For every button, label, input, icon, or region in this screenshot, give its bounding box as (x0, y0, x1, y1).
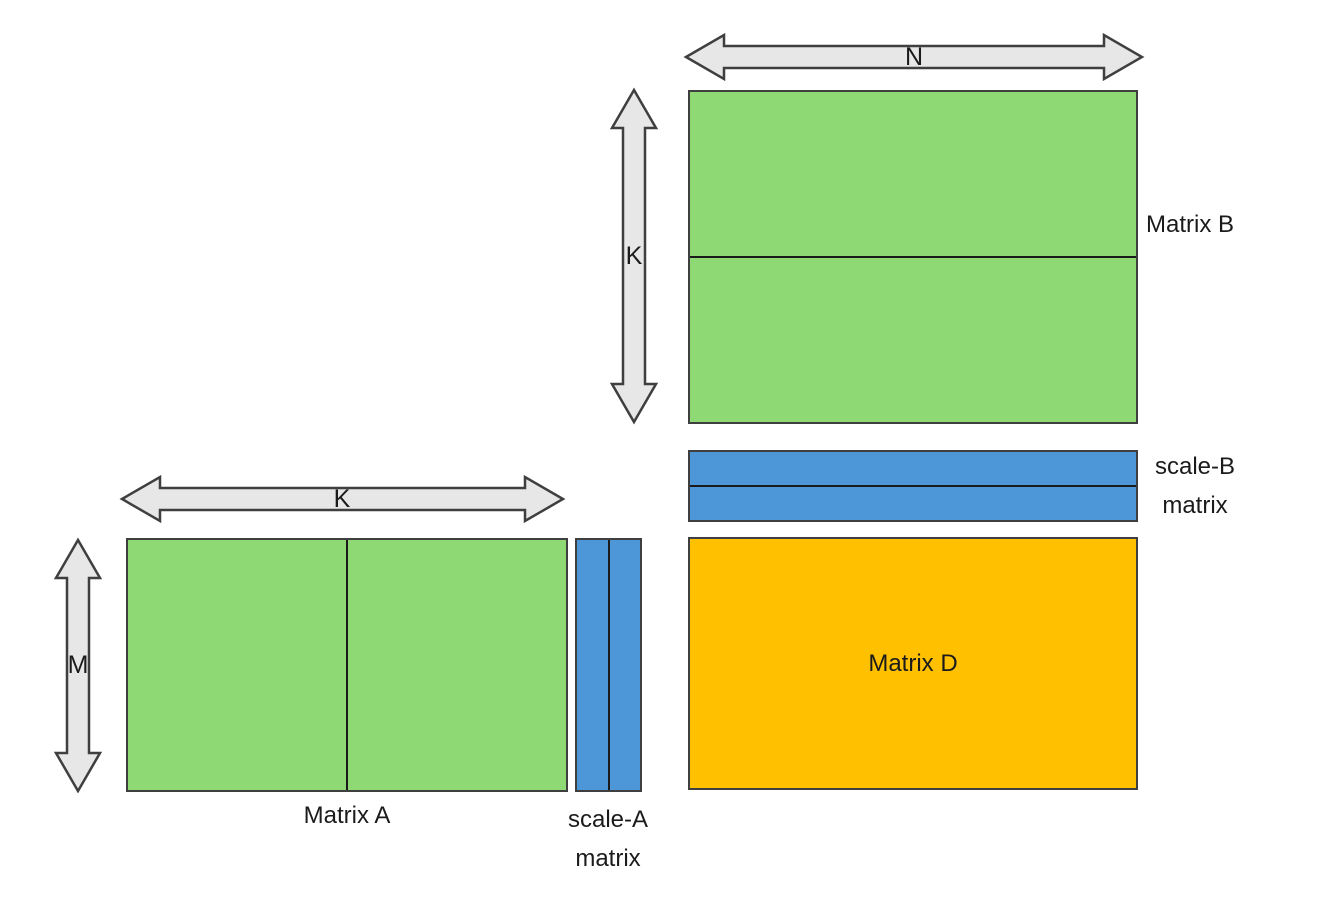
scale-b-label: scale-B matrix (1140, 447, 1250, 525)
dim-label-k-a: K (333, 485, 351, 513)
scale-a-label-line1: scale-A (567, 806, 649, 833)
matrix-a-block (126, 538, 568, 792)
matrix-d-label: Matrix D (868, 649, 958, 677)
dim-label-m: M (67, 651, 89, 679)
matrix-b-block (688, 90, 1138, 424)
scale-a-divider (607, 540, 610, 790)
matrix-a-divider (346, 540, 348, 790)
scale-b-label-line2: matrix (1162, 492, 1228, 519)
dim-label-k-b: K (625, 242, 643, 270)
matrix-a-label: Matrix A (303, 802, 391, 829)
matrix-b-label: Matrix B (1146, 211, 1235, 238)
dim-label-n: N (904, 43, 924, 71)
scale-a-block (575, 538, 642, 792)
matrix-d-block: Matrix D (688, 537, 1138, 790)
scale-a-label-line2: matrix (575, 845, 641, 872)
scale-b-divider (690, 485, 1136, 487)
matrix-b-divider (690, 256, 1136, 258)
scale-b-label-line1: scale-B (1154, 453, 1236, 480)
scale-a-label: scale-A matrix (553, 800, 663, 878)
scale-b-block (688, 450, 1138, 522)
